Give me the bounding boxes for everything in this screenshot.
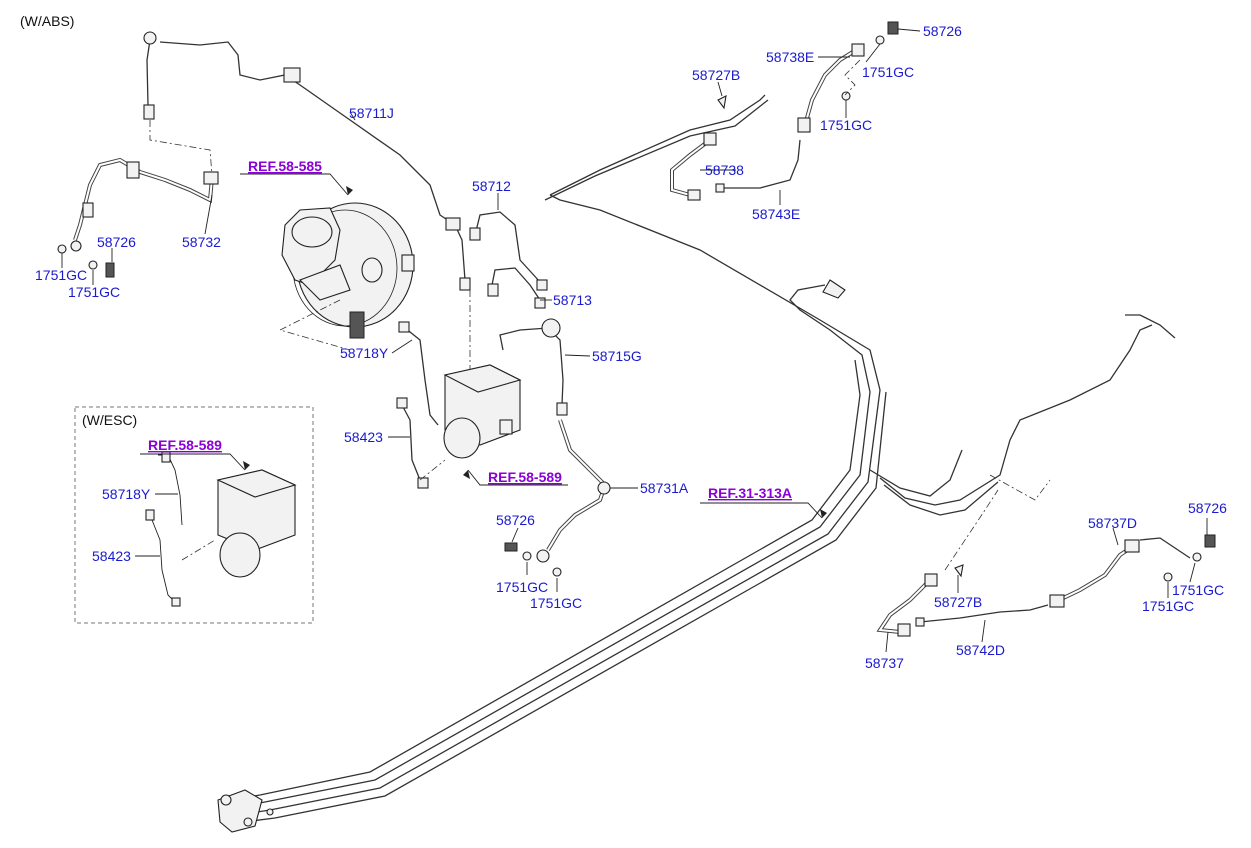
tube-58713 (487, 267, 546, 309)
hecu-abs-module (443, 364, 522, 459)
washer-icon (57, 244, 67, 254)
part-label-58718Y[interactable]: 58718Y (340, 345, 389, 361)
fitting-icon (171, 597, 181, 607)
part-label-58737D[interactable]: 58737D (1088, 515, 1137, 531)
variant-esc-header: (W/ESC) (82, 412, 137, 428)
fitting-icon (145, 509, 155, 521)
tube-58743E (715, 139, 801, 193)
assembly-line-5 (989, 474, 1051, 501)
part-label-1751GC-right-1[interactable]: 1751GC (1172, 582, 1224, 598)
washer-icon (875, 35, 885, 45)
ref-fuel-link[interactable]: REF.31-313A (708, 485, 792, 501)
clip-58727B-bottom (954, 564, 964, 578)
part-label-58743E[interactable]: 58743E (752, 206, 800, 222)
esc-variant-box (74, 406, 314, 624)
part-label-58423[interactable]: 58423 (344, 429, 383, 445)
part-label-58731A[interactable]: 58731A (640, 480, 689, 496)
part-label-58738[interactable]: 58738 (705, 162, 744, 178)
hose-58731A (536, 419, 611, 563)
washer-icon (552, 567, 562, 577)
assembly-line-1 (149, 120, 213, 176)
tube-58715G (499, 318, 568, 416)
bolt-icon (1204, 534, 1216, 548)
hose-58738 (670, 132, 717, 201)
washer-icon (1163, 572, 1173, 582)
part-label-58727B-bottom[interactable]: 58727B (934, 594, 982, 610)
washer-icon (841, 91, 851, 101)
hecu-esc-module (216, 469, 297, 578)
part-label-58727B-top[interactable]: 58727B (692, 67, 740, 83)
ref-hecu-link[interactable]: REF.58-589 (488, 469, 562, 485)
ref-booster-link[interactable]: REF.58-585 (248, 158, 322, 174)
part-label-58726-right[interactable]: 58726 (1188, 500, 1227, 516)
part-label-58726-left[interactable]: 58726 (97, 234, 136, 250)
part-label-58718Y-esc[interactable]: 58718Y (102, 486, 151, 502)
ref-hecu-esc-link[interactable]: REF.58-589 (148, 437, 222, 453)
hose-58737D (1049, 537, 1191, 608)
part-label-1751GC-top-right-2[interactable]: 1751GC (820, 117, 872, 133)
leader-lines (61, 28, 1208, 653)
part-label-58711J[interactable]: 58711J (349, 105, 394, 121)
part-label-1751GC-left-1[interactable]: 1751GC (35, 267, 87, 283)
assembly-line-esc (181, 539, 216, 561)
assembly-line-4 (844, 59, 861, 96)
tube-58742D (915, 604, 1049, 627)
part-label-58732[interactable]: 58732 (182, 234, 221, 250)
assembly-line-3 (419, 459, 446, 481)
washer-icon (1192, 552, 1202, 562)
hose-58732 (70, 157, 219, 252)
tube-58423 (396, 397, 429, 489)
brake-booster-assembly (281, 202, 415, 339)
part-label-58423-esc[interactable]: 58423 (92, 548, 131, 564)
part-label-58737[interactable]: 58737 (865, 655, 904, 671)
assembly-line-booster (278, 299, 351, 351)
connector-icon (822, 279, 846, 299)
part-label-1751GC-left-2[interactable]: 1751GC (68, 284, 120, 300)
part-label-58712[interactable]: 58712 (472, 178, 511, 194)
tube-58712 (469, 211, 548, 291)
bolt-icon (887, 21, 899, 35)
tube-58718Y-esc (158, 454, 183, 526)
bolt-icon (105, 262, 115, 278)
variant-abs-header: (W/ABS) (20, 13, 74, 29)
bolt-icon (504, 542, 518, 552)
washer-icon (88, 260, 98, 270)
part-label-58715G[interactable]: 58715G (592, 348, 642, 364)
tube-58423-esc (149, 514, 176, 603)
tube-58718Y (398, 321, 439, 426)
part-label-1751GC-mid-1[interactable]: 1751GC (496, 579, 548, 595)
fitting-icon (161, 451, 171, 463)
clip-58727B-top (717, 95, 727, 110)
clip-top (283, 67, 301, 83)
part-label-58713[interactable]: 58713 (553, 292, 592, 308)
bundle-mount-bracket (217, 789, 274, 833)
tube-58711J (143, 31, 471, 291)
hose-58737 (876, 573, 938, 637)
part-label-1751GC-mid-2[interactable]: 1751GC (530, 595, 582, 611)
part-label-58742D[interactable]: 58742D (956, 642, 1005, 658)
part-label-1751GC-top-right-1[interactable]: 1751GC (862, 64, 914, 80)
part-label-1751GC-right-2[interactable]: 1751GC (1142, 598, 1194, 614)
part-label-58726-top-right[interactable]: 58726 (923, 23, 962, 39)
part-label-58738E[interactable]: 58738E (766, 49, 814, 65)
main-brake-tube-bundle (231, 94, 1176, 823)
washer-icon (522, 551, 532, 561)
part-label-58726-mid[interactable]: 58726 (496, 512, 535, 528)
